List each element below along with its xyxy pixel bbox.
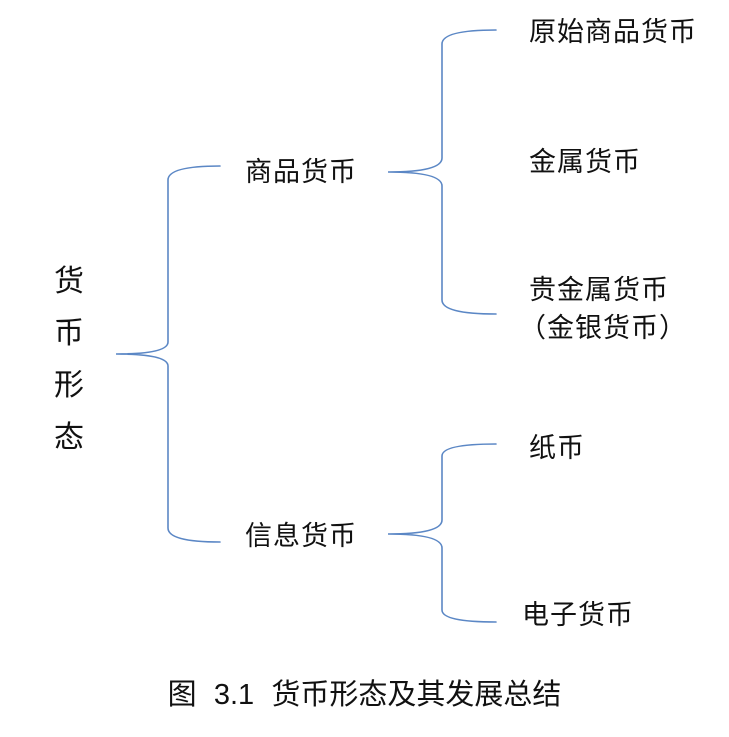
caption-number: 3.1 bbox=[213, 679, 255, 711]
information-bracket bbox=[387, 443, 497, 623]
caption-title: 货币形态及其发展总结 bbox=[271, 677, 562, 711]
branch-commodity-money: 商品货币 bbox=[245, 157, 357, 188]
branch-information-money: 信息货币 bbox=[245, 521, 357, 552]
leaf-metal-money: 金属货币 bbox=[529, 147, 641, 178]
leaf-paper-money: 纸币 bbox=[529, 433, 585, 464]
caption-prefix: 图 bbox=[167, 677, 197, 711]
root-bracket bbox=[115, 165, 221, 543]
leaf-gold-silver-money-note: （金银货币） bbox=[519, 313, 687, 344]
commodity-bracket bbox=[387, 29, 497, 315]
leaf-primitive-commodity-money: 原始商品货币 bbox=[529, 17, 697, 48]
figure-caption: 图 3.1 货币形态及其发展总结 bbox=[0, 674, 729, 715]
leaf-precious-metal-money: 贵金属货币 bbox=[529, 275, 669, 306]
root-label-money-forms: 货币形态 bbox=[54, 264, 84, 455]
leaf-electronic-money: 电子货币 bbox=[522, 600, 634, 631]
